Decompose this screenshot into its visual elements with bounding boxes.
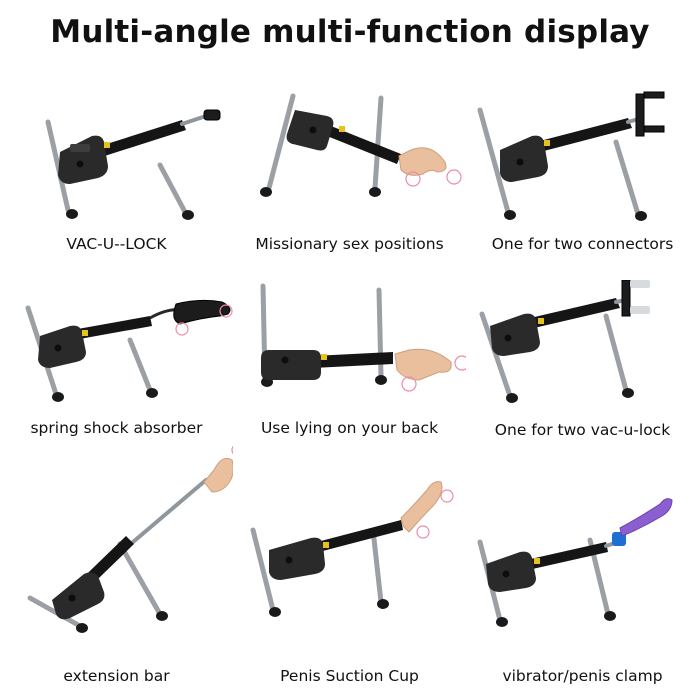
machine-illustration <box>260 93 462 197</box>
caption: One for two connectors <box>491 235 674 253</box>
caption: vibrator/penis clamp <box>502 667 663 685</box>
machine-illustration <box>477 91 665 221</box>
caption: VAC-U--LOCK <box>66 235 167 253</box>
panel-two-vac-u-lock: One for two vac-u-lock <box>466 280 699 480</box>
machine-illustration <box>45 109 221 220</box>
panel-extension-bar: extension bar <box>0 440 233 685</box>
panel-vac-u-lock: VAC-U--LOCK <box>0 80 233 280</box>
panel-spring-shock-absorber: spring shock absorber <box>0 280 233 480</box>
panel-missionary: Missionary sex positions <box>233 80 466 280</box>
caption: extension bar <box>63 667 170 685</box>
page-title: Multi-angle multi-function display <box>50 14 650 50</box>
panel-two-connectors: One for two connectors <box>466 80 699 280</box>
machine-illustration <box>479 280 650 403</box>
machine-illustration <box>25 299 233 402</box>
panel-lying-on-back: Use lying on your back <box>233 280 466 480</box>
panel-penis-suction-cup: Penis Suction Cup <box>233 440 466 685</box>
panel-vibrator-clamp: vibrator/penis clamp <box>466 440 699 685</box>
machine-illustration <box>260 283 466 392</box>
machine-illustration <box>477 498 673 627</box>
caption: Use lying on your back <box>260 419 439 437</box>
caption: One for two vac-u-lock <box>494 421 671 439</box>
machine-illustration <box>250 481 454 617</box>
machine-illustration <box>27 445 233 633</box>
caption: spring shock absorber <box>30 419 203 437</box>
caption: Penis Suction Cup <box>280 667 419 685</box>
caption: Missionary sex positions <box>255 235 444 253</box>
